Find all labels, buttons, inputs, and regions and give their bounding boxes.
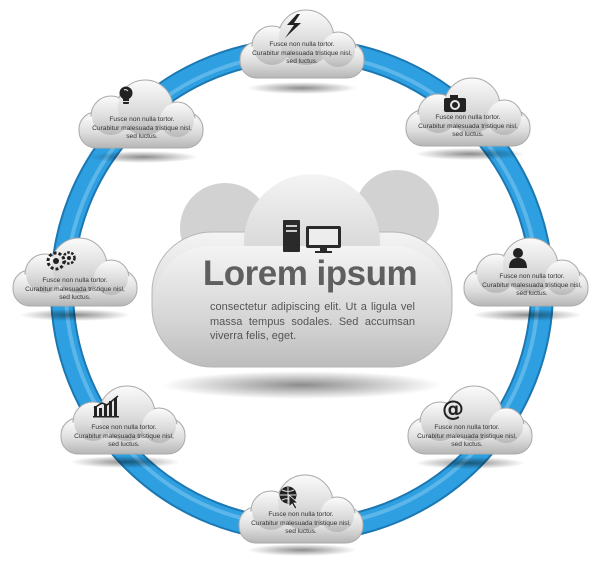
cloud-top-left xyxy=(78,79,204,163)
camera-icon xyxy=(444,95,466,112)
node-text-top-right: Fusce non nulla tortor.Curabitur malesua… xyxy=(418,114,518,139)
cloud-bottom-left xyxy=(60,385,186,468)
svg-text:@: @ xyxy=(442,397,464,422)
at-sign-icon: @ xyxy=(442,397,464,422)
node-text-right: Fusce non nulla tortor.Curabitur malesua… xyxy=(482,273,582,298)
cloud-bottom-right xyxy=(407,385,533,469)
cloud-right xyxy=(463,237,589,321)
center-cloud xyxy=(151,170,453,399)
node-text-bottom-left: Fusce non nulla tortor.Curabitur malesua… xyxy=(74,424,174,449)
globe-cursor-icon xyxy=(279,486,300,510)
cloud-left xyxy=(12,237,138,321)
cloud-bottom xyxy=(238,474,364,556)
center-title: Lorem ipsum xyxy=(202,254,418,293)
node-text-bottom: Fusce non nulla tortor.Curabitur malesua… xyxy=(251,511,351,536)
bar-chart-icon xyxy=(93,395,119,418)
center-body: consectetur adipiscing elit. Ut a ligula… xyxy=(210,301,415,342)
lightning-icon xyxy=(285,14,301,38)
node-text-bottom-right: Fusce non nulla tortor.Curabitur malesua… xyxy=(417,424,517,449)
node-text-left: Fusce non nulla tortor.Curabitur malesua… xyxy=(25,277,125,302)
computer-icon xyxy=(283,220,341,253)
cloud-top-right xyxy=(405,77,531,160)
gears-icon xyxy=(46,251,76,271)
node-text-top-left: Fusce non nulla tortor.Curabitur malesua… xyxy=(92,116,192,141)
user-icon xyxy=(509,248,527,268)
lightbulb-icon xyxy=(119,86,133,104)
node-text-top: Fusce non nulla tortor.Curabitur malesua… xyxy=(252,41,352,66)
cloud-top xyxy=(239,9,365,94)
